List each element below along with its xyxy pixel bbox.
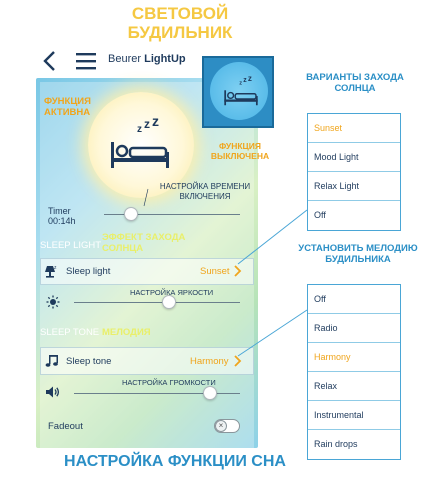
sunset-options-title: ВАРИАНТЫ ЗАХОДА СОЛНЦА xyxy=(306,72,404,94)
sleeping-bed-icon: z z z xyxy=(111,118,169,168)
label-function-active: ФУНКЦИЯ АКТИВНА xyxy=(44,96,91,118)
music-note-icon xyxy=(45,355,58,367)
melody-option-0[interactable]: Off xyxy=(308,285,400,314)
melody-option-3[interactable]: Relax xyxy=(308,372,400,401)
label-sunset-effect: ЭФФЕКТ ЗАХОДА СОЛНЦА xyxy=(102,232,186,254)
svg-text:z: z xyxy=(239,81,242,87)
sunset-option-2[interactable]: Relax Light xyxy=(308,172,400,201)
lamp-icon: z xyxy=(45,265,57,278)
back-chevron-icon[interactable] xyxy=(40,50,60,72)
sleep-function-toggle-inactive[interactable] xyxy=(210,62,268,120)
melody-options-title: УСТАНОВИТЬ МЕЛОДИЮ БУДИЛЬНИКА xyxy=(298,243,418,265)
sleep-tone-value: Harmony xyxy=(190,356,229,367)
app-title: Beurer LightUp xyxy=(108,53,186,65)
sleep-light-value: Sunset xyxy=(200,266,230,277)
svg-text:z: z xyxy=(243,77,247,84)
sunset-option-3[interactable]: Off xyxy=(314,210,326,220)
volume-slider-track[interactable] xyxy=(74,393,240,394)
melody-option-5[interactable]: Rain drops xyxy=(314,439,358,449)
svg-text:z: z xyxy=(248,76,252,83)
app-title-product: LightUp xyxy=(144,53,186,65)
svg-text:z: z xyxy=(54,265,57,271)
label-brightness-setting: НАСТРОЙКА ЯРКОСТИ xyxy=(130,288,214,297)
melody-option-4[interactable]: Instrumental xyxy=(308,401,400,430)
brightness-slider-thumb[interactable] xyxy=(161,295,176,309)
sunset-option-1[interactable]: Mood Light xyxy=(308,143,400,172)
sleeping-bed-icon-inactive: z z z xyxy=(224,76,258,106)
timer-value: 00:14h xyxy=(48,216,76,226)
sleep-tone-label: Sleep tone xyxy=(66,356,112,367)
label-volume-setting: НАСТРОЙКА ГРОМКОСТИ xyxy=(122,378,216,387)
section-title-sleep-light: SLEEP LIGHT xyxy=(40,240,102,251)
bottom-headline: НАСТРОЙКА ФУНКЦИИ СНА xyxy=(64,453,286,470)
svg-text:z: z xyxy=(144,118,150,131)
section-title-sleep-tone: SLEEP TONE xyxy=(40,327,100,338)
sleep-light-label: Sleep light xyxy=(66,266,111,277)
svg-text:z: z xyxy=(137,124,142,135)
fadeout-toggle-knob-x-icon[interactable]: × xyxy=(215,420,227,432)
label-melody: МЕЛОДИЯ xyxy=(102,327,151,338)
label-function-inactive: ФУНКЦИЯ ВЫКЛЮЧЕНА xyxy=(210,141,270,161)
app-header: Beurer LightUp xyxy=(36,44,236,78)
svg-text:z: z xyxy=(152,118,159,129)
volume-slider-thumb[interactable] xyxy=(203,386,218,400)
sleep-tone-row[interactable] xyxy=(40,347,254,375)
chevron-right-icon[interactable] xyxy=(234,265,242,277)
chevron-right-icon[interactable] xyxy=(234,355,242,367)
brightness-slider-track[interactable] xyxy=(74,302,240,303)
brightness-sun-icon xyxy=(46,295,60,309)
sleep-function-toggle-active[interactable] xyxy=(88,92,194,198)
speaker-volume-icon xyxy=(46,386,60,398)
label-timer-setting: НАСТРОЙКА ВРЕМЕНИ ВКЛЮЧЕНИЯ xyxy=(159,182,251,201)
hamburger-menu-icon[interactable] xyxy=(76,52,96,70)
timer-slider-thumb[interactable] xyxy=(123,207,138,221)
top-headline: СВЕТОВОЙ БУДИЛЬНИК xyxy=(127,4,233,42)
fadeout-label: Fadeout xyxy=(48,421,83,432)
sunset-option-0[interactable]: Sunset xyxy=(308,114,400,143)
timer-slider-track[interactable] xyxy=(104,214,240,215)
app-title-brand: Beurer xyxy=(108,53,142,65)
timer-label: Timer xyxy=(48,206,71,216)
sleep-light-row[interactable] xyxy=(40,258,254,285)
melody-option-1[interactable]: Radio xyxy=(308,314,400,343)
melody-option-2[interactable]: Harmony xyxy=(308,343,400,372)
